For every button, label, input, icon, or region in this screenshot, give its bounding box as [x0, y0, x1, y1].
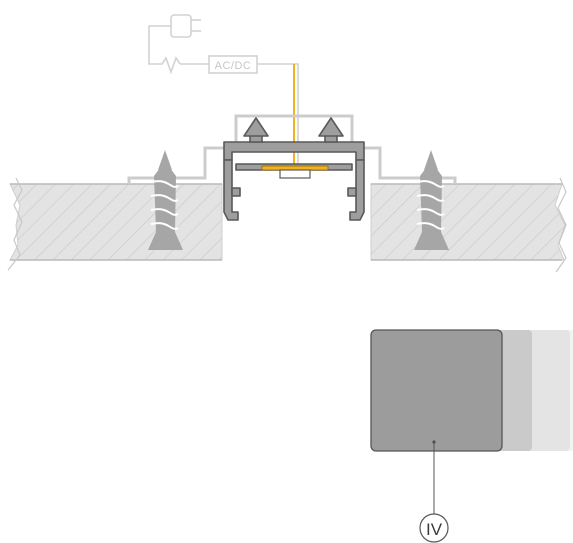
swatch-main [370, 329, 503, 452]
variant-marker: IV [419, 513, 449, 543]
adapter-label: AC/DC [215, 60, 252, 72]
adapter-output-cable [257, 63, 299, 166]
variant-marker-label: IV [426, 520, 443, 539]
ac-dc-adapter-icon: AC/DC [208, 55, 258, 74]
right-board [370, 177, 567, 273]
led-strip-icon [261, 165, 329, 179]
left-board [7, 177, 223, 271]
aluminium-profile [223, 117, 365, 221]
screw-icon [148, 150, 183, 250]
power-plug-icon [148, 14, 201, 75]
screw-icon [414, 150, 449, 250]
colour-swatch [370, 329, 573, 452]
mounting-bracket [127, 114, 457, 184]
